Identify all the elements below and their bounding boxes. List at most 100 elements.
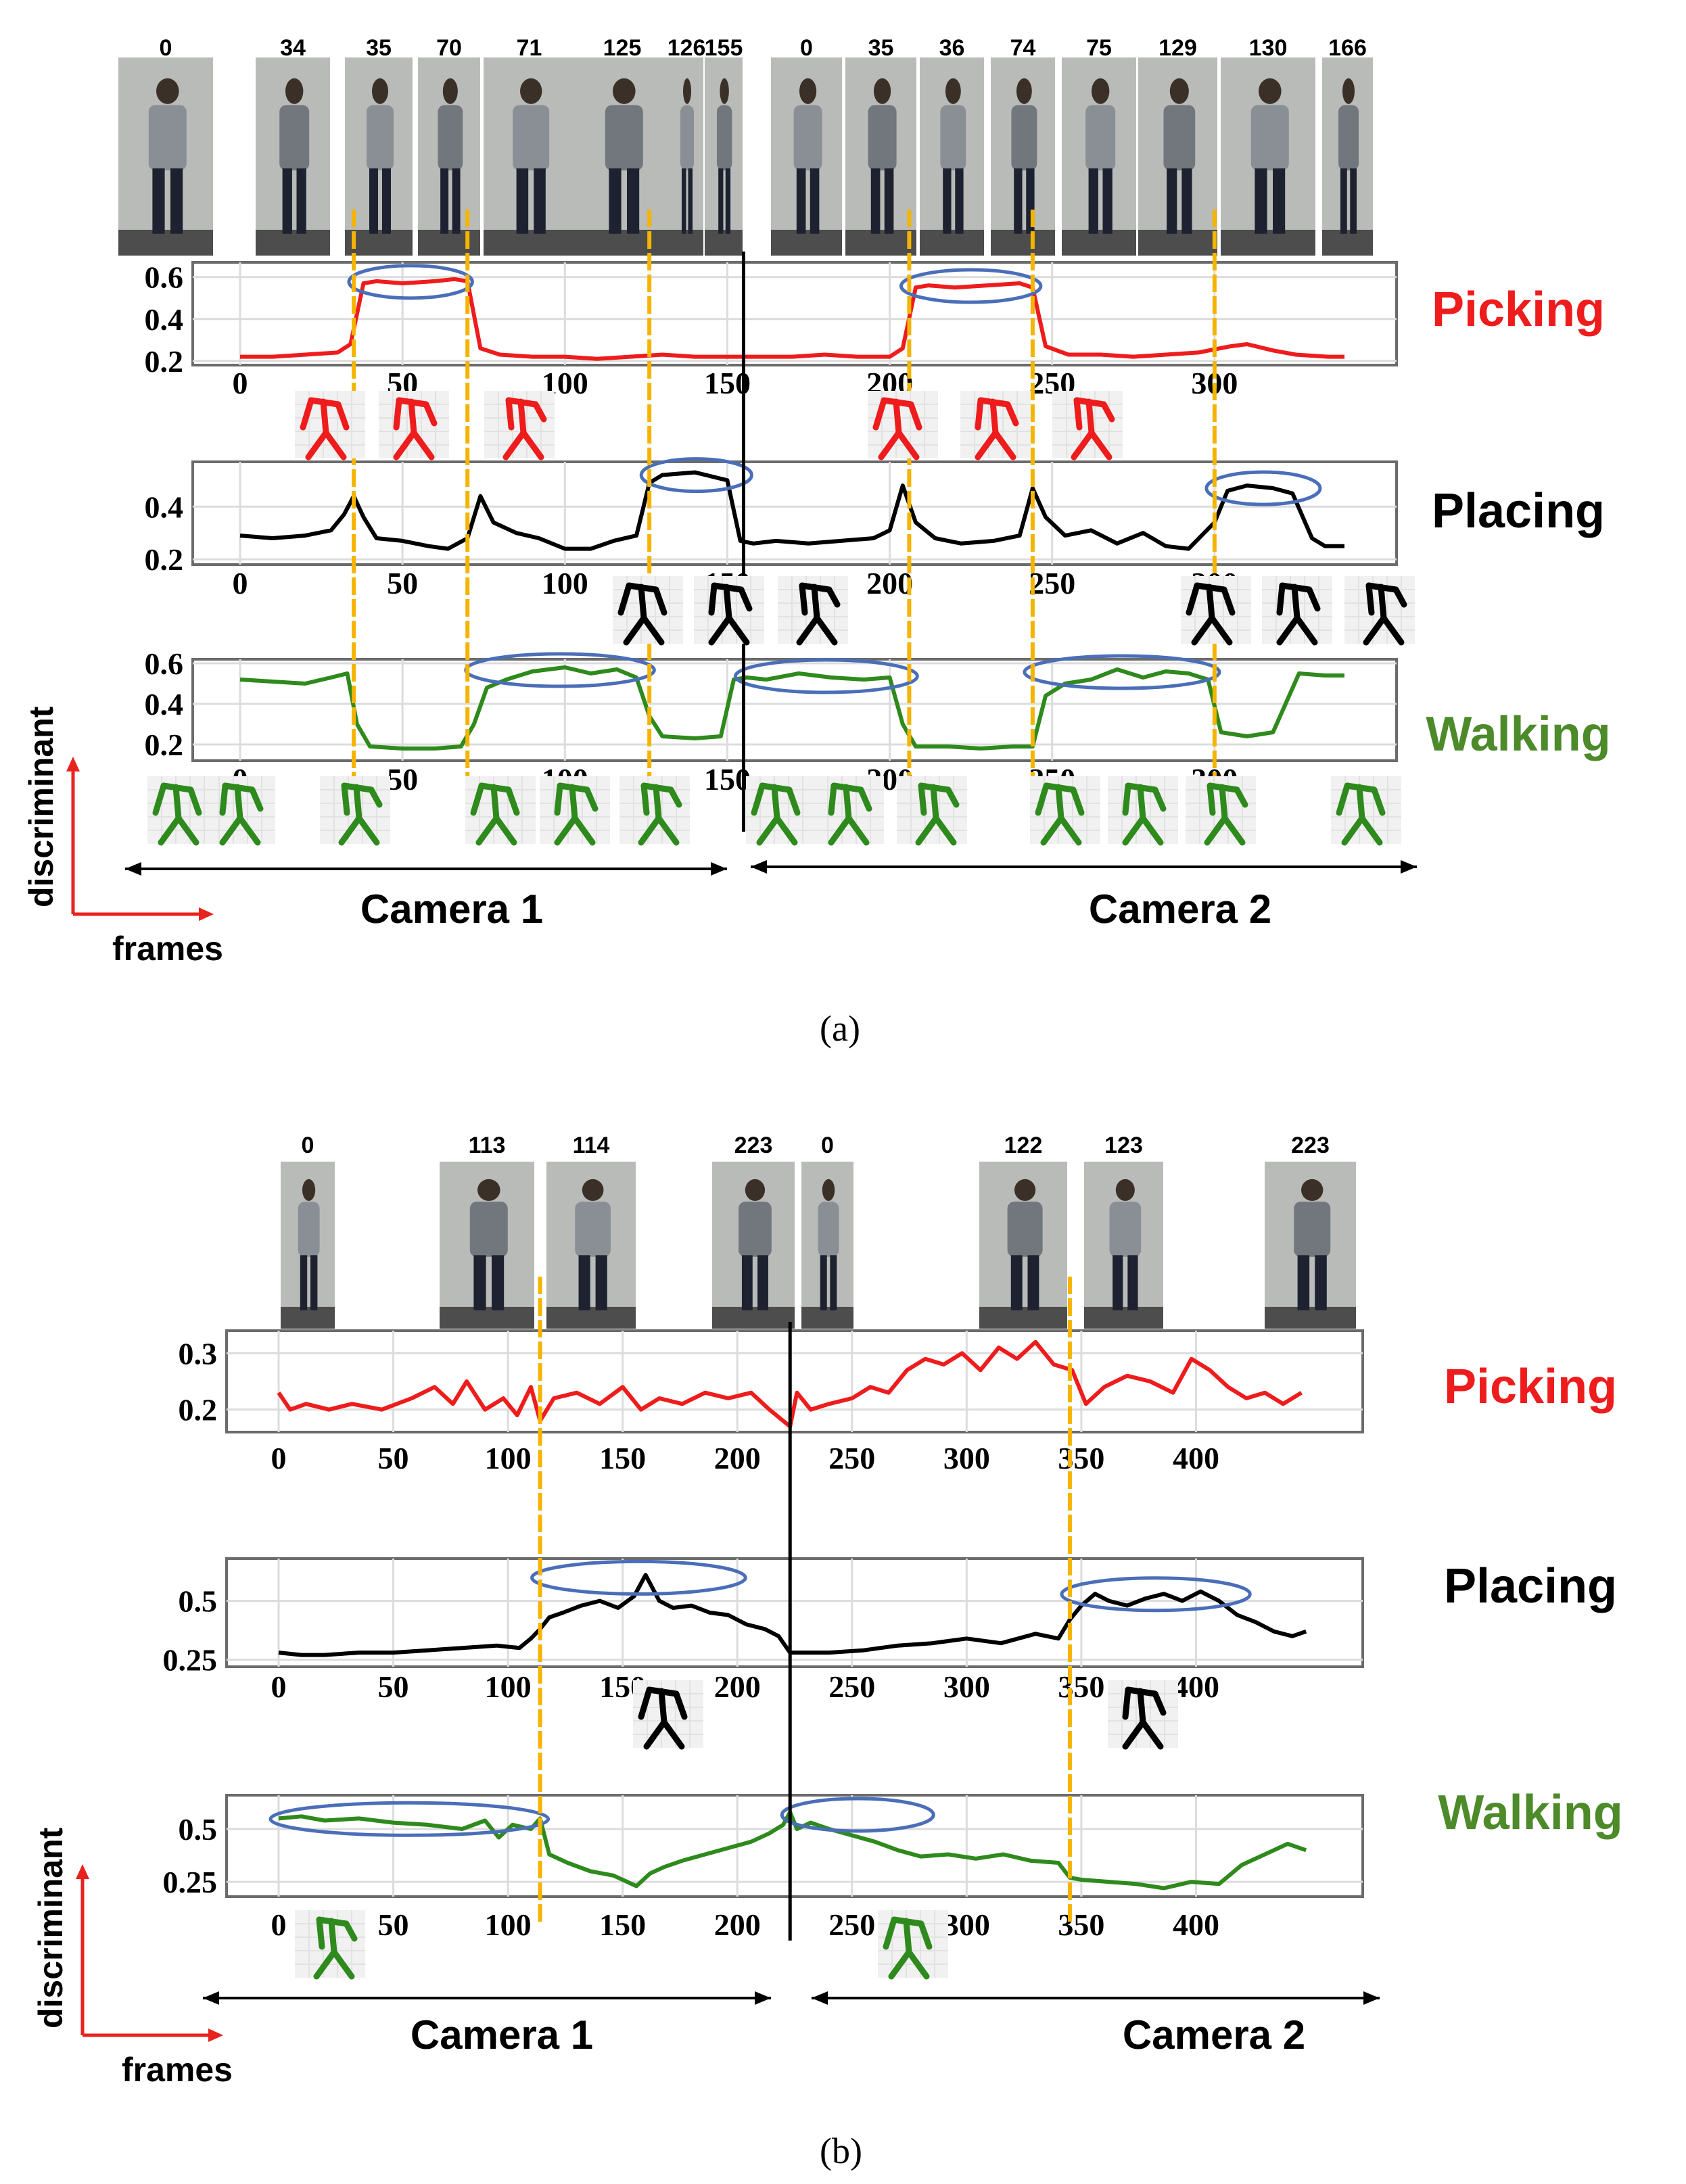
pose-limb	[1378, 584, 1387, 621]
photo-person-leg	[452, 168, 461, 234]
caption-a: (a)	[820, 1008, 860, 1049]
thumbnail-frame-number: 126	[668, 35, 706, 61]
photo-person-leg	[609, 168, 622, 234]
highlight-ellipse	[1023, 654, 1221, 690]
photo-person-torso	[148, 105, 187, 171]
pose-limb	[895, 429, 920, 460]
photo-person-leg	[440, 168, 449, 234]
pose-limb	[653, 586, 668, 616]
photo-person-leg	[534, 168, 546, 234]
photo-floor	[801, 1306, 853, 1329]
pose-limb	[411, 429, 435, 460]
photo-person-head	[520, 78, 542, 104]
pose-limb	[771, 784, 780, 822]
photo-person-head	[613, 78, 636, 104]
photo-person-leg	[955, 168, 964, 234]
video-thumbnail	[345, 57, 413, 256]
pose-limb	[356, 815, 380, 846]
pose-limb	[316, 1916, 325, 1950]
pose-limb	[883, 1916, 897, 1950]
photo-person-head	[285, 78, 304, 104]
photo-person-leg	[796, 168, 806, 234]
caption-b: (b)	[820, 2131, 862, 2171]
x-tick-label: 0	[271, 1907, 287, 1942]
thumbnail-frame-number: 223	[1291, 1133, 1330, 1158]
pose-limb	[532, 401, 547, 423]
pose-limb	[234, 784, 243, 822]
video-thumbnail	[546, 1162, 636, 1329]
pose-limb	[933, 815, 957, 846]
pose-icon	[878, 1910, 948, 1980]
photo-person-torso	[1294, 1202, 1331, 1257]
thumbnail-frame-number: 0	[302, 1133, 314, 1158]
pose-limb	[1186, 582, 1200, 616]
pose-limb	[903, 1918, 912, 1955]
pose-limb	[643, 1719, 668, 1750]
photo-person-head	[1169, 78, 1189, 104]
photo-person-leg	[627, 168, 640, 234]
photo-person-torso	[739, 1202, 772, 1257]
x-tick-label: 250	[828, 1907, 875, 1942]
pose-icon	[694, 576, 764, 646]
thumbnail-frame-number: 71	[517, 35, 542, 61]
highlight-ellipse	[780, 1797, 935, 1833]
video-thumbnail	[575, 57, 670, 256]
pose-limb	[668, 786, 682, 808]
pose-limb	[502, 429, 527, 460]
video-thumbnail	[281, 1162, 335, 1329]
x-indicator-arrowhead	[199, 907, 214, 921]
x-tick-label: 50	[378, 1441, 409, 1475]
photo-person-head	[302, 1179, 316, 1202]
pose-limb	[1392, 586, 1407, 608]
pose-limb	[1055, 784, 1064, 822]
photo-person-head	[822, 1179, 835, 1202]
video-thumbnail	[256, 57, 330, 256]
x-tick-label: 150	[599, 1907, 646, 1942]
pose-limb	[1071, 429, 1095, 460]
photo-person-leg	[1255, 168, 1267, 234]
x-indicator-label: frames	[122, 2051, 233, 2089]
pose-icon	[1181, 576, 1251, 646]
x-tick-label: 200	[714, 1907, 761, 1942]
x-indicator-label: frames	[112, 930, 223, 968]
pose-limb	[661, 1719, 685, 1750]
photo-person-head	[372, 78, 388, 104]
photo-person-torso	[279, 105, 310, 171]
pose-icon	[295, 1910, 365, 1980]
photo-floor	[845, 229, 916, 256]
x-tick-label: 250	[828, 1441, 875, 1475]
pose-limb	[828, 782, 837, 816]
x-tick-label: 50	[378, 1907, 409, 1942]
photo-person-leg	[1127, 1255, 1138, 1310]
photo-person-torso	[1007, 1202, 1043, 1257]
photo-person-leg	[369, 168, 378, 234]
photo-person-torso	[940, 105, 966, 171]
pose-limb	[708, 615, 732, 646]
pose-limb	[335, 401, 350, 431]
pose-limb	[1276, 582, 1286, 616]
pose-limb	[673, 1690, 688, 1720]
photo-floor	[440, 1306, 534, 1329]
pose-limb	[341, 782, 350, 816]
pose-limb	[1363, 615, 1387, 646]
pose-limb	[1191, 615, 1215, 646]
pose-limb	[756, 815, 780, 846]
photo-person-head	[1016, 78, 1032, 104]
photo-person-leg	[1181, 168, 1192, 234]
photo-person-leg	[1340, 168, 1347, 234]
pose-limb	[475, 815, 500, 846]
pose-limb	[945, 786, 960, 808]
pose-limb	[723, 584, 732, 621]
pose-limb	[638, 815, 662, 846]
video-thumbnail	[484, 57, 575, 256]
pose-limb	[219, 782, 229, 816]
photo-floor	[771, 229, 842, 256]
photo-floor	[920, 229, 984, 256]
arrow-head-left	[203, 1991, 219, 2005]
photo-floor	[1062, 229, 1136, 256]
y-tick-label: 0.4	[145, 490, 184, 524]
pose-icon	[320, 776, 390, 846]
x-tick-label: 100	[485, 1907, 532, 1942]
photo-person-torso	[1109, 1202, 1142, 1257]
